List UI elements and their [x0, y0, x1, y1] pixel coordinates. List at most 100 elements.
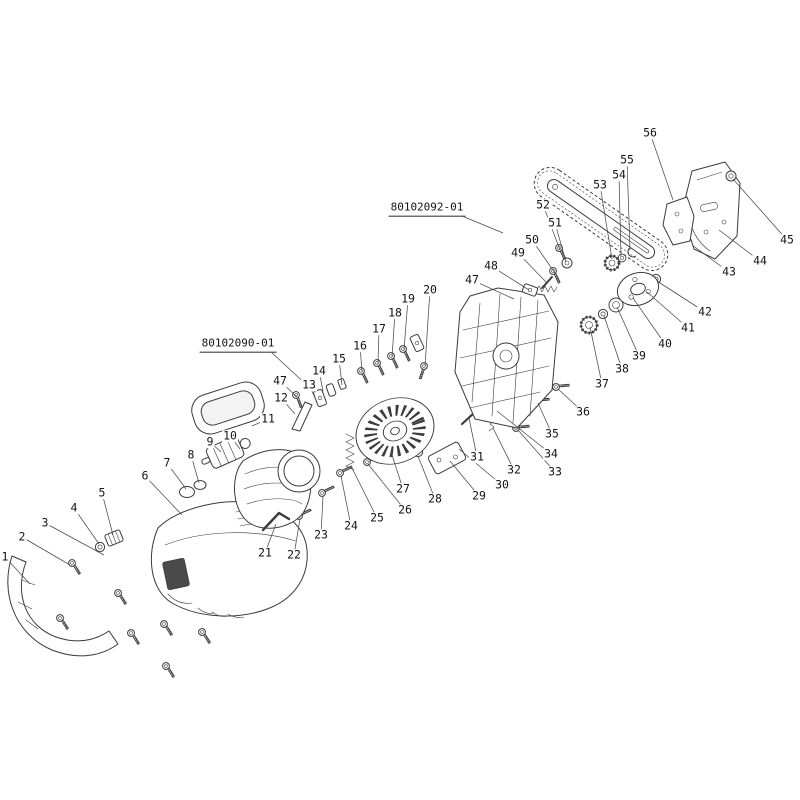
- leader-line: [44, 522, 105, 556]
- callout-23: 23: [313, 527, 329, 542]
- callout-22: 22: [286, 547, 302, 562]
- callout-24: 24: [343, 518, 359, 533]
- rating-label: [162, 557, 190, 591]
- leader-line: [417, 455, 436, 500]
- brake-lever-parts: [291, 378, 347, 432]
- callout-7: 7: [162, 455, 172, 470]
- leader-line: [390, 451, 404, 490]
- leader-line: [517, 429, 556, 473]
- callout-3: 3: [40, 515, 50, 530]
- leader-line: [646, 291, 689, 329]
- leader-lines-layer: [4, 132, 788, 585]
- leader-line: [424, 289, 431, 367]
- callout-25: 25: [369, 510, 385, 525]
- leader-line: [616, 306, 640, 357]
- callout-51: 51: [547, 215, 563, 230]
- spring: [535, 285, 558, 293]
- front-hand-guard: [7, 555, 119, 657]
- callout-30: 30: [494, 477, 510, 492]
- callout-5: 5: [97, 485, 107, 500]
- callout-47: 47: [464, 272, 480, 287]
- leader-line: [144, 475, 183, 516]
- callout-17: 17: [371, 321, 387, 336]
- bar-nut: [725, 170, 737, 182]
- leader-line: [458, 448, 503, 486]
- callout-41: 41: [680, 320, 696, 335]
- saw-chain: [533, 166, 669, 272]
- callout-56: 56: [642, 125, 658, 140]
- o-ring: [193, 480, 207, 490]
- motor-assembly: [201, 436, 251, 469]
- callout-37: 37: [594, 376, 610, 391]
- saw-chain-inner: [537, 170, 665, 268]
- leader-line: [391, 312, 396, 358]
- callout-28: 28: [427, 491, 443, 506]
- callout-35: 35: [544, 426, 560, 441]
- callout-27: 27: [395, 481, 411, 496]
- flywheel-fan: [355, 397, 435, 465]
- callout-38: 38: [614, 361, 630, 376]
- leader-line: [21, 536, 71, 566]
- o-ring: [179, 486, 195, 498]
- cover-inner-plate: [662, 196, 695, 246]
- leader-line: [293, 518, 301, 556]
- sprocket-washer-clip: [603, 246, 636, 272]
- callout-29: 29: [471, 488, 487, 503]
- callout-18: 18: [387, 305, 403, 320]
- clutch-cover-disc: [616, 271, 660, 307]
- leader-line: [403, 298, 409, 351]
- left-housing: [150, 501, 308, 618]
- leader-line: [320, 495, 324, 536]
- leader-line: [468, 417, 478, 458]
- leader-line: [377, 328, 380, 365]
- callout-14: 14: [311, 363, 327, 378]
- leader-line: [367, 463, 406, 511]
- callout-53: 53: [592, 177, 608, 192]
- spring: [345, 433, 355, 471]
- callout-39: 39: [631, 348, 647, 363]
- callout-55: 55: [619, 152, 635, 167]
- callout-12: 12: [273, 390, 289, 405]
- callout-36: 36: [575, 404, 591, 419]
- callout-21: 21: [257, 545, 273, 560]
- callout-44: 44: [752, 253, 768, 268]
- callout-8: 8: [186, 447, 196, 462]
- assembly-label-80102090-01: 80102090-01: [199, 337, 277, 353]
- callout-54: 54: [611, 167, 627, 182]
- leader-line: [656, 280, 706, 313]
- leader-line: [340, 475, 352, 527]
- callout-1: 1: [0, 549, 10, 564]
- leader-line: [554, 222, 567, 263]
- callout-32: 32: [506, 462, 522, 477]
- main-chassis: [454, 287, 559, 429]
- callout-10: 10: [222, 428, 238, 443]
- leader-line: [101, 492, 114, 536]
- callout-45: 45: [779, 232, 795, 247]
- leader-line: [589, 326, 603, 385]
- callout-43: 43: [721, 264, 737, 279]
- leader-line: [603, 315, 623, 370]
- top-handle: [191, 381, 265, 435]
- callout-6: 6: [140, 468, 150, 483]
- callout-16: 16: [352, 338, 368, 353]
- callout-13: 13: [301, 377, 317, 392]
- tensioner-parts: [521, 257, 573, 297]
- leader-line: [618, 174, 622, 257]
- callout-33: 33: [547, 464, 563, 479]
- callout-31: 31: [469, 449, 485, 464]
- leader-line: [350, 465, 378, 519]
- leader-line: [632, 297, 666, 345]
- assembly-label-80102092-01: 80102092-01: [388, 201, 466, 217]
- leader-line: [73, 507, 100, 545]
- leader-line: [461, 215, 504, 234]
- callout-2: 2: [17, 529, 27, 544]
- callout-40: 40: [657, 336, 673, 351]
- leader-line: [449, 460, 480, 497]
- callout-26: 26: [397, 502, 413, 517]
- callout-50: 50: [524, 232, 540, 247]
- callout-47: 47: [272, 373, 288, 388]
- callout-11: 11: [260, 411, 276, 426]
- callout-20: 20: [422, 282, 438, 297]
